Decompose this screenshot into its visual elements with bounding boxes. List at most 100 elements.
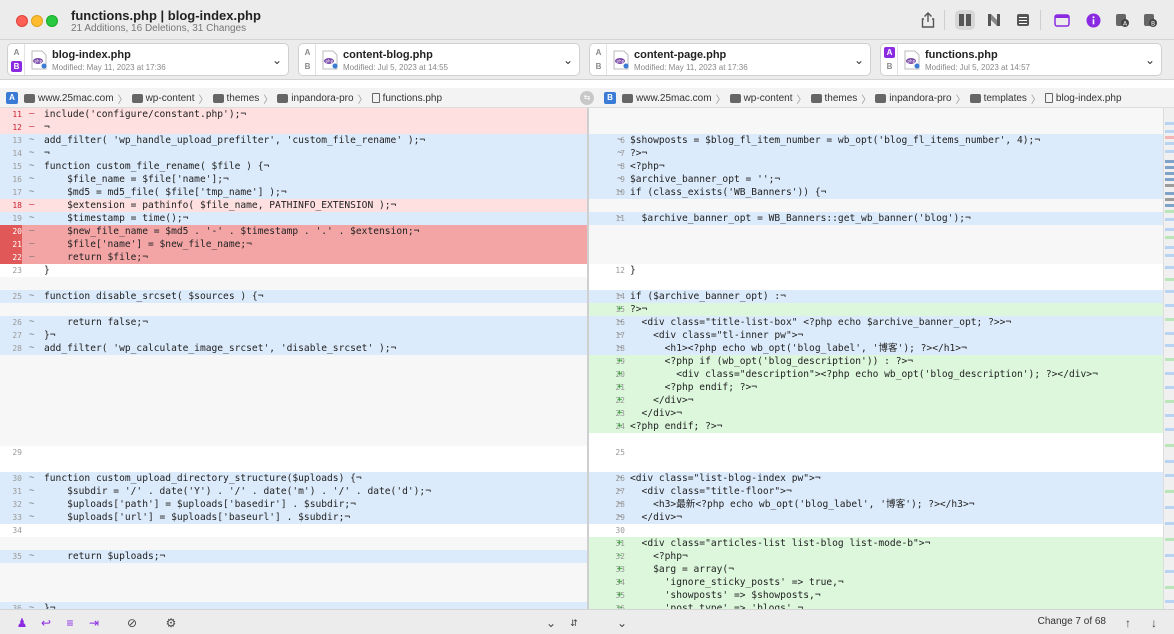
- code-line[interactable]: [589, 108, 1163, 121]
- code-line[interactable]: [589, 433, 1163, 446]
- breadcrumb-item[interactable]: templates: [969, 93, 1027, 104]
- code-line[interactable]: 29~ </div>¬: [589, 511, 1163, 524]
- code-line[interactable]: [0, 589, 587, 602]
- code-line[interactable]: [589, 459, 1163, 472]
- code-line[interactable]: 21+ <?php endif; ?>¬: [589, 381, 1163, 394]
- breadcrumb-item[interactable]: blog-index.php: [1044, 93, 1122, 104]
- code-line[interactable]: 19~ $timestamp = time();¬: [0, 212, 587, 225]
- breadcrumb-item[interactable]: www.25mac.com: [622, 93, 712, 104]
- code-line[interactable]: 16~ <div class="title-list-box" <?php ec…: [589, 316, 1163, 329]
- pane-divider[interactable]: [587, 108, 589, 609]
- code-line[interactable]: 36~ 'post_type' => 'blogs',¬: [589, 602, 1163, 609]
- chevron-down-icon[interactable]: ⌄: [853, 53, 864, 67]
- chevron-down-icon[interactable]: ⌄: [545, 616, 557, 630]
- close-window-button[interactable]: [16, 15, 28, 27]
- chevron-down-icon[interactable]: ⌄: [271, 53, 282, 67]
- code-line[interactable]: [589, 199, 1163, 212]
- code-line[interactable]: 10~if (class_exists('WB_Banners')) {¬: [589, 186, 1163, 199]
- code-line[interactable]: 33~ $uploads['url'] = $uploads['baseurl'…: [0, 511, 587, 524]
- code-line[interactable]: 12}: [589, 264, 1163, 277]
- code-line[interactable]: 27~}¬: [0, 329, 587, 342]
- code-line[interactable]: 15~function custom_file_rename( $file ) …: [0, 160, 587, 173]
- code-line[interactable]: [0, 537, 587, 550]
- code-line[interactable]: 34: [0, 524, 587, 537]
- wrap-lines-icon[interactable]: ↩: [40, 616, 52, 630]
- code-line[interactable]: 30: [589, 524, 1163, 537]
- code-line[interactable]: 12–¬: [0, 121, 587, 134]
- code-line[interactable]: 13~add_filter( 'wp_handle_upload_prefilt…: [0, 134, 587, 147]
- code-line[interactable]: 21– $file['name'] = $new_file_name;¬: [0, 238, 587, 251]
- code-line[interactable]: 6~$showposts = $blog_fl_item_number = wb…: [589, 134, 1163, 147]
- chevron-down-icon[interactable]: ⌄: [616, 616, 628, 630]
- chevron-down-icon[interactable]: ⌄: [562, 53, 573, 67]
- code-line[interactable]: 36~}¬: [0, 602, 587, 609]
- window-icon[interactable]: [1052, 10, 1072, 30]
- next-change-icon[interactable]: ↓: [1151, 616, 1157, 630]
- info-icon[interactable]: [1083, 10, 1103, 30]
- code-line[interactable]: 29: [0, 446, 587, 459]
- code-line[interactable]: 28~ <h3>最新<?php echo wb_opt('blog_label'…: [589, 498, 1163, 511]
- chevron-down-icon[interactable]: ⌄: [1144, 53, 1155, 67]
- code-line[interactable]: 9~$archive_banner_opt = '';¬: [589, 173, 1163, 186]
- code-line[interactable]: 22+ </div>¬: [589, 394, 1163, 407]
- code-line[interactable]: 17~ <div class="tl-inner pw">¬: [589, 329, 1163, 342]
- side-a-label[interactable]: A: [595, 48, 602, 57]
- person-filter-icon[interactable]: ♟: [16, 616, 28, 630]
- side-b-label[interactable]: B: [304, 62, 311, 71]
- side-b-label[interactable]: B: [595, 62, 602, 71]
- merge-right-icon[interactable]: B: [1140, 10, 1160, 30]
- code-line[interactable]: [0, 420, 587, 433]
- code-line[interactable]: 32~ $uploads['path'] = $uploads['basedir…: [0, 498, 587, 511]
- code-line[interactable]: 27~ <div class="title-floor">¬: [589, 485, 1163, 498]
- side-b-label[interactable]: B: [11, 61, 22, 72]
- code-line[interactable]: 14~if ($archive_banner_opt) :¬: [589, 290, 1163, 303]
- side-a-label[interactable]: A: [304, 48, 311, 57]
- ab-toggle-icon[interactable]: ⇵: [570, 618, 578, 628]
- merge-left-icon[interactable]: A: [1112, 10, 1132, 30]
- code-line[interactable]: 17~ $md5 = md5_file( $file['tmp_name'] )…: [0, 186, 587, 199]
- breadcrumb-item[interactable]: wp-content: [729, 93, 793, 104]
- code-line[interactable]: 7~?>¬: [589, 147, 1163, 160]
- breadcrumb-item[interactable]: www.25mac.com: [24, 93, 114, 104]
- code-line[interactable]: [0, 381, 587, 394]
- code-line[interactable]: 25~function disable_srcset( $sources ) {…: [0, 290, 587, 303]
- code-line[interactable]: [0, 407, 587, 420]
- breadcrumb-item[interactable]: themes: [212, 93, 259, 104]
- code-line[interactable]: 35~ return $uploads;¬: [0, 550, 587, 563]
- side-a-label[interactable]: A: [884, 47, 895, 58]
- breadcrumb-item[interactable]: functions.php: [371, 93, 442, 104]
- breadcrumb-item[interactable]: themes: [810, 93, 857, 104]
- code-line[interactable]: 31+ <div class="articles-list list-blog …: [589, 537, 1163, 550]
- swap-sides-icon[interactable]: ⇆: [580, 91, 594, 105]
- code-line[interactable]: 11–include('configure/constant.php');¬: [0, 108, 587, 121]
- code-line[interactable]: 24+<?php endif; ?>¬: [589, 420, 1163, 433]
- code-line[interactable]: 18~ <h1><?php echo wb_opt('blog_label', …: [589, 342, 1163, 355]
- code-line[interactable]: 32~ <?php¬: [589, 550, 1163, 563]
- code-line[interactable]: 19+ <?php if (wb_opt('blog_description')…: [589, 355, 1163, 368]
- left-code-pane[interactable]: 11–include('configure/constant.php');¬12…: [0, 108, 587, 609]
- minimize-window-button[interactable]: [31, 15, 43, 27]
- invisibles-icon[interactable]: ⇥: [88, 616, 100, 630]
- code-line[interactable]: 23}: [0, 264, 587, 277]
- diff-minimap[interactable]: [1163, 108, 1174, 609]
- side-by-side-icon[interactable]: [955, 10, 975, 30]
- list-icon[interactable]: [1013, 10, 1033, 30]
- code-line[interactable]: 28~add_filter( 'wp_calculate_image_srcse…: [0, 342, 587, 355]
- code-line[interactable]: 8~<?php¬: [589, 160, 1163, 173]
- code-line[interactable]: 26~ return false;¬: [0, 316, 587, 329]
- code-line[interactable]: 35+ 'showposts' => $showposts,¬: [589, 589, 1163, 602]
- side-b-label[interactable]: B: [886, 62, 893, 71]
- share-icon[interactable]: [918, 10, 938, 30]
- code-line[interactable]: 34+ 'ignore_sticky_posts' => true,¬: [589, 576, 1163, 589]
- code-line[interactable]: 25: [589, 446, 1163, 459]
- code-line[interactable]: 15+?>¬: [589, 303, 1163, 316]
- code-line[interactable]: 14~¬: [0, 147, 587, 160]
- code-line[interactable]: [0, 459, 587, 472]
- code-line[interactable]: 33+ $arg = array(¬: [589, 563, 1163, 576]
